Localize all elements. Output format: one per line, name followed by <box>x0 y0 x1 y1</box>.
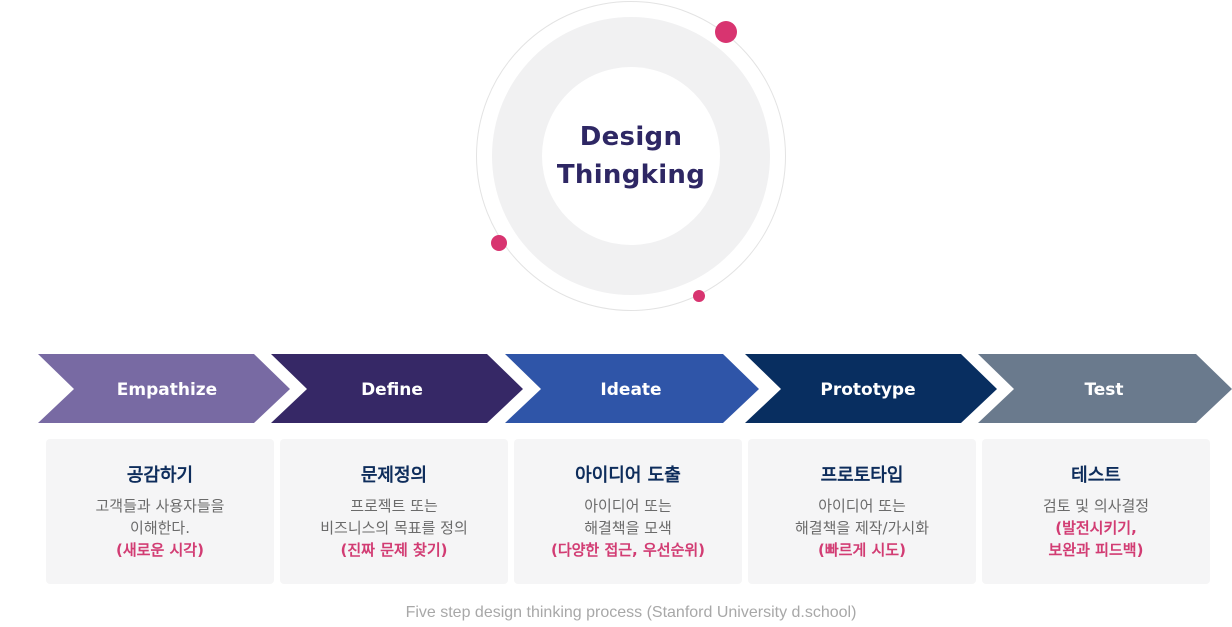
highlight-line: (빠르게 시도) <box>818 541 906 559</box>
card-prototype: 프로토타입 아이디어 또는 해결책을 제작/가시화 (빠르게 시도) <box>748 439 976 584</box>
card-highlight: (진짜 문제 찾기) <box>280 539 508 561</box>
desc-line: 해결책을 제작/가시화 <box>794 519 930 537</box>
card-description: 고객들과 사용자들을 이해한다. <box>46 495 274 539</box>
accent-dot-medium <box>491 235 507 251</box>
highlight-line: (새로운 시각) <box>116 541 204 559</box>
card-highlight: (발전시키기, 보완과 피드백) <box>982 517 1210 561</box>
hub-title-line1: Design <box>579 122 683 152</box>
step-label-prototype: Prototype <box>820 380 916 400</box>
card-highlight: (새로운 시각) <box>46 539 274 561</box>
card-highlight: (빠르게 시도) <box>748 539 976 561</box>
desc-line: 비즈니스의 목표를 정의 <box>320 519 468 537</box>
card-description: 검토 및 의사결정 <box>982 495 1210 517</box>
desc-line: 아이디어 또는 <box>584 497 672 515</box>
chevron-prototype <box>745 354 997 423</box>
card-title: 테스트 <box>1071 465 1121 486</box>
card-highlight: (다양한 접근, 우선순위) <box>514 539 742 561</box>
card-title: 공감하기 <box>126 465 194 486</box>
desc-line: 프로젝트 또는 <box>350 497 438 515</box>
card-description: 아이디어 또는 해결책을 제작/가시화 <box>748 495 976 539</box>
highlight-line: 보완과 피드백) <box>1048 541 1144 559</box>
desc-line: 해결책을 모색 <box>584 519 672 537</box>
highlight-line: (발전시키기, <box>1055 519 1137 537</box>
hub-outer-circle <box>476 1 786 311</box>
desc-line: 아이디어 또는 <box>818 497 906 515</box>
chevron-define <box>271 354 523 423</box>
desc-line: 검토 및 의사결정 <box>1042 497 1150 515</box>
desc-line: 고객들과 사용자들을 <box>95 497 225 515</box>
chevron-empathize <box>38 354 290 423</box>
accent-dot-large <box>715 21 737 43</box>
figure-caption: Five step design thinking process (Stanf… <box>405 604 857 621</box>
highlight-line: (다양한 접근, 우선순위) <box>550 541 706 559</box>
hub-center: Design Thingking <box>542 67 720 245</box>
step-label-ideate: Ideate <box>600 380 662 400</box>
card-empathize: 공감하기 고객들과 사용자들을 이해한다. (새로운 시각) <box>46 439 274 584</box>
card-title: 프로토타입 <box>820 465 904 486</box>
hub-title-line2: Thingking <box>556 160 706 190</box>
card-test: 테스트 검토 및 의사결정 (발전시키기, 보완과 피드백) <box>982 439 1210 584</box>
step-label-define: Define <box>361 380 423 400</box>
card-title: 문제정의 <box>360 465 428 486</box>
card-description: 아이디어 또는 해결책을 모색 <box>514 495 742 539</box>
card-description: 프로젝트 또는 비즈니스의 목표를 정의 <box>280 495 508 539</box>
card-ideate: 아이디어 도출 아이디어 또는 해결책을 모색 (다양한 접근, 우선순위) <box>514 439 742 584</box>
card-define: 문제정의 프로젝트 또는 비즈니스의 목표를 정의 (진짜 문제 찾기) <box>280 439 508 584</box>
card-title: 아이디어 도출 <box>575 465 681 486</box>
highlight-line: (진짜 문제 찾기) <box>340 541 448 559</box>
step-label-empathize: Empathize <box>116 380 218 400</box>
step-label-test: Test <box>1084 380 1124 400</box>
chevron-test <box>978 354 1232 423</box>
chevron-ideate <box>505 354 759 423</box>
desc-line: 이해한다. <box>130 519 190 537</box>
design-thinking-hub: Design Thingking <box>476 1 786 311</box>
accent-dot-small <box>693 290 705 302</box>
